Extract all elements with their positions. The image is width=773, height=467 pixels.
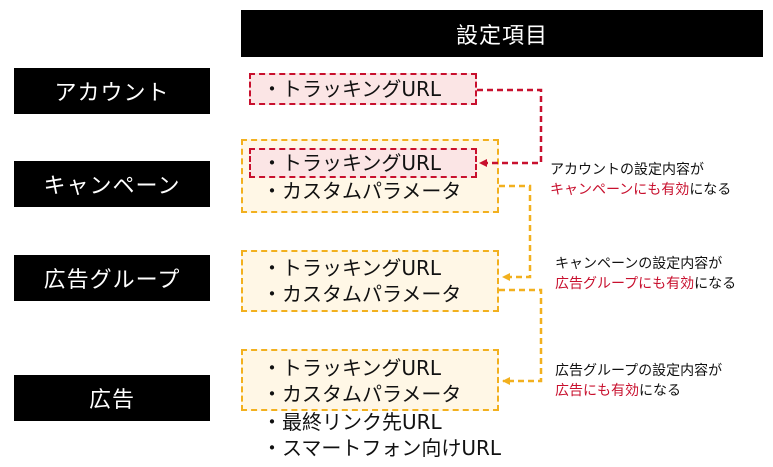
arrow-adgroup-to-ad — [499, 288, 543, 385]
level-adgroup: 広告グループ — [14, 255, 210, 301]
ad-tracking-url: ・トラッキングURL — [262, 356, 442, 380]
ad-smartphone-url: ・スマートフォン向けURL — [262, 436, 502, 460]
note-account-to-campaign: アカウントの設定内容が キャンペーンにも有効になる — [550, 162, 732, 198]
adgroup-tracking-url: ・トラッキングURL — [262, 256, 442, 280]
ad-final-url: ・最終リンク先URL — [262, 410, 442, 434]
level-account: アカウント — [14, 68, 210, 114]
account-tracking-url: ・トラッキングURL — [262, 77, 442, 101]
adgroup-settings-box — [241, 250, 499, 312]
ad-settings-box — [241, 349, 499, 411]
note-adgroup-to-ad: 広告グループの設定内容が 広告にも有効になる — [555, 363, 723, 399]
arrow-account-to-campaign — [477, 88, 543, 167]
ad-custom-param: ・カスタムパラメータ — [262, 382, 462, 406]
level-campaign: キャンペーン — [14, 161, 210, 207]
campaign-inherited-box — [249, 148, 477, 178]
account-settings-box — [249, 73, 477, 105]
note-campaign-to-adgroup: キャンペーンの設定内容が 広告グループにも有効になる — [555, 256, 737, 292]
level-ad: 広告 — [14, 375, 210, 421]
settings-header: 設定項目 — [241, 10, 763, 57]
campaign-custom-param: ・カスタムパラメータ — [262, 179, 462, 203]
adgroup-custom-param: ・カスタムパラメータ — [262, 282, 462, 306]
campaign-tracking-url: ・トラッキングURL — [262, 151, 442, 175]
arrow-campaign-to-adgroup — [499, 184, 532, 281]
